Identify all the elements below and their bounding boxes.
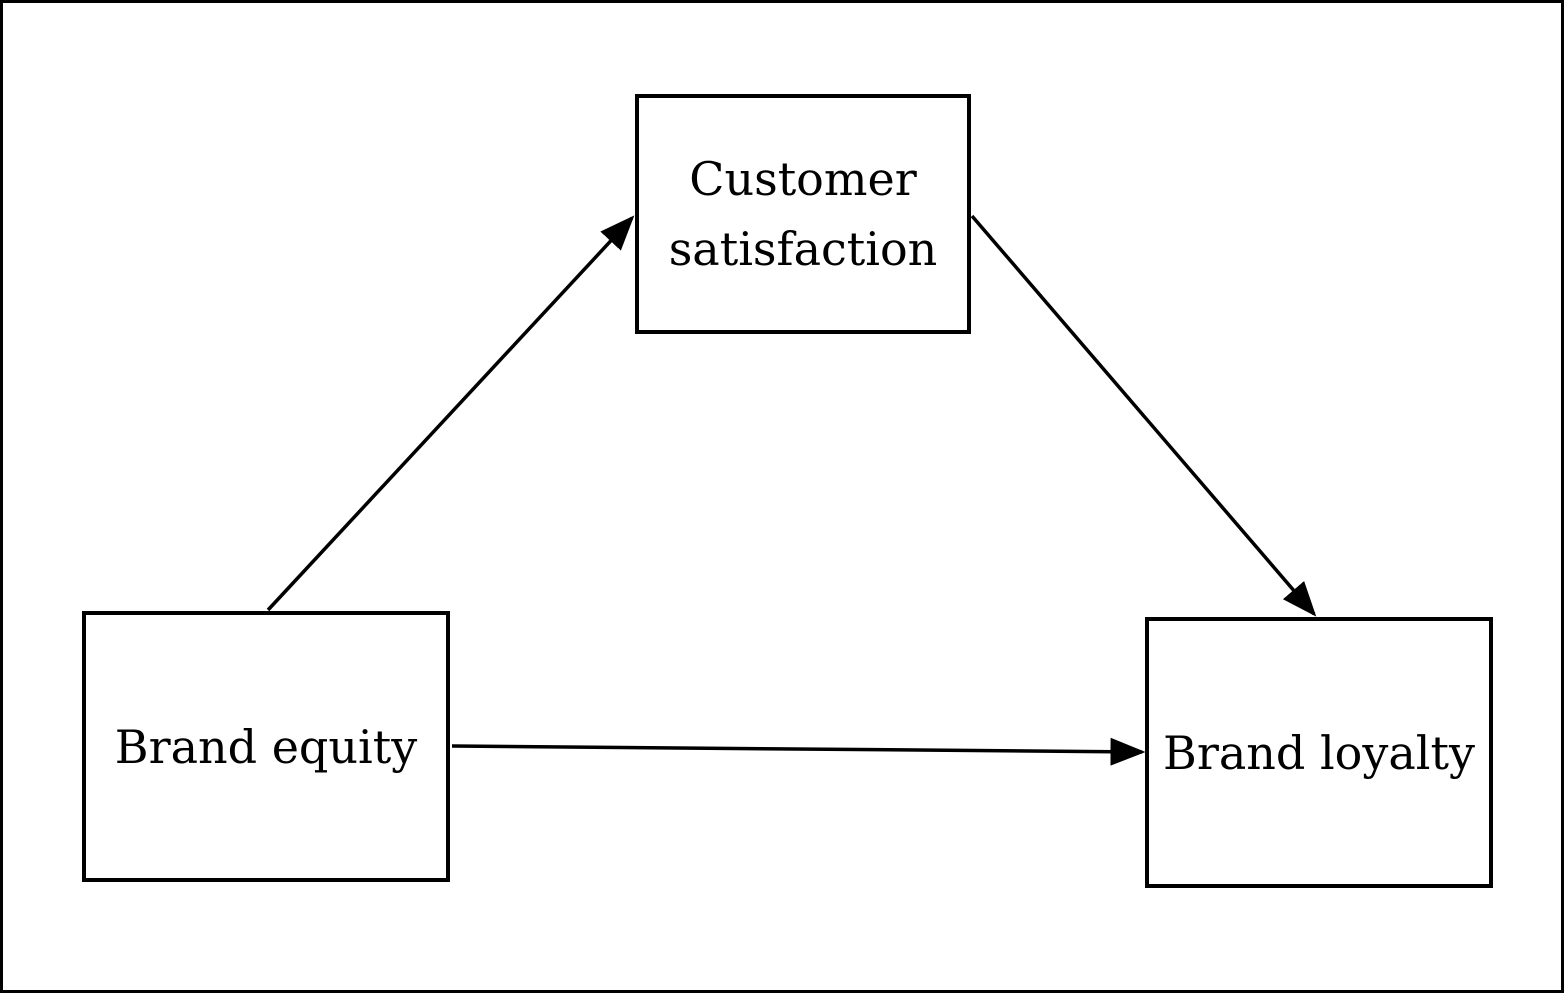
brand-loyalty-label: Brand loyalty	[1163, 725, 1475, 780]
customer-satisfaction-line1: Customer	[689, 152, 917, 206]
brand-equity-label: Brand equity	[114, 719, 418, 774]
brand-equity-box: Brand equity	[82, 611, 450, 882]
customer-satisfaction-line2: satisfaction	[668, 222, 938, 276]
brand-loyalty-box: Brand loyalty	[1145, 617, 1493, 888]
arrow-equity-to-satisfaction	[266, 215, 635, 612]
customer-satisfaction-box: Customer satisfaction	[635, 94, 971, 334]
customer-satisfaction-label: Customer satisfaction	[669, 144, 938, 284]
arrow-satisfaction-to-loyalty	[970, 214, 1317, 617]
arrow-equity-to-loyalty	[451, 737, 1146, 766]
